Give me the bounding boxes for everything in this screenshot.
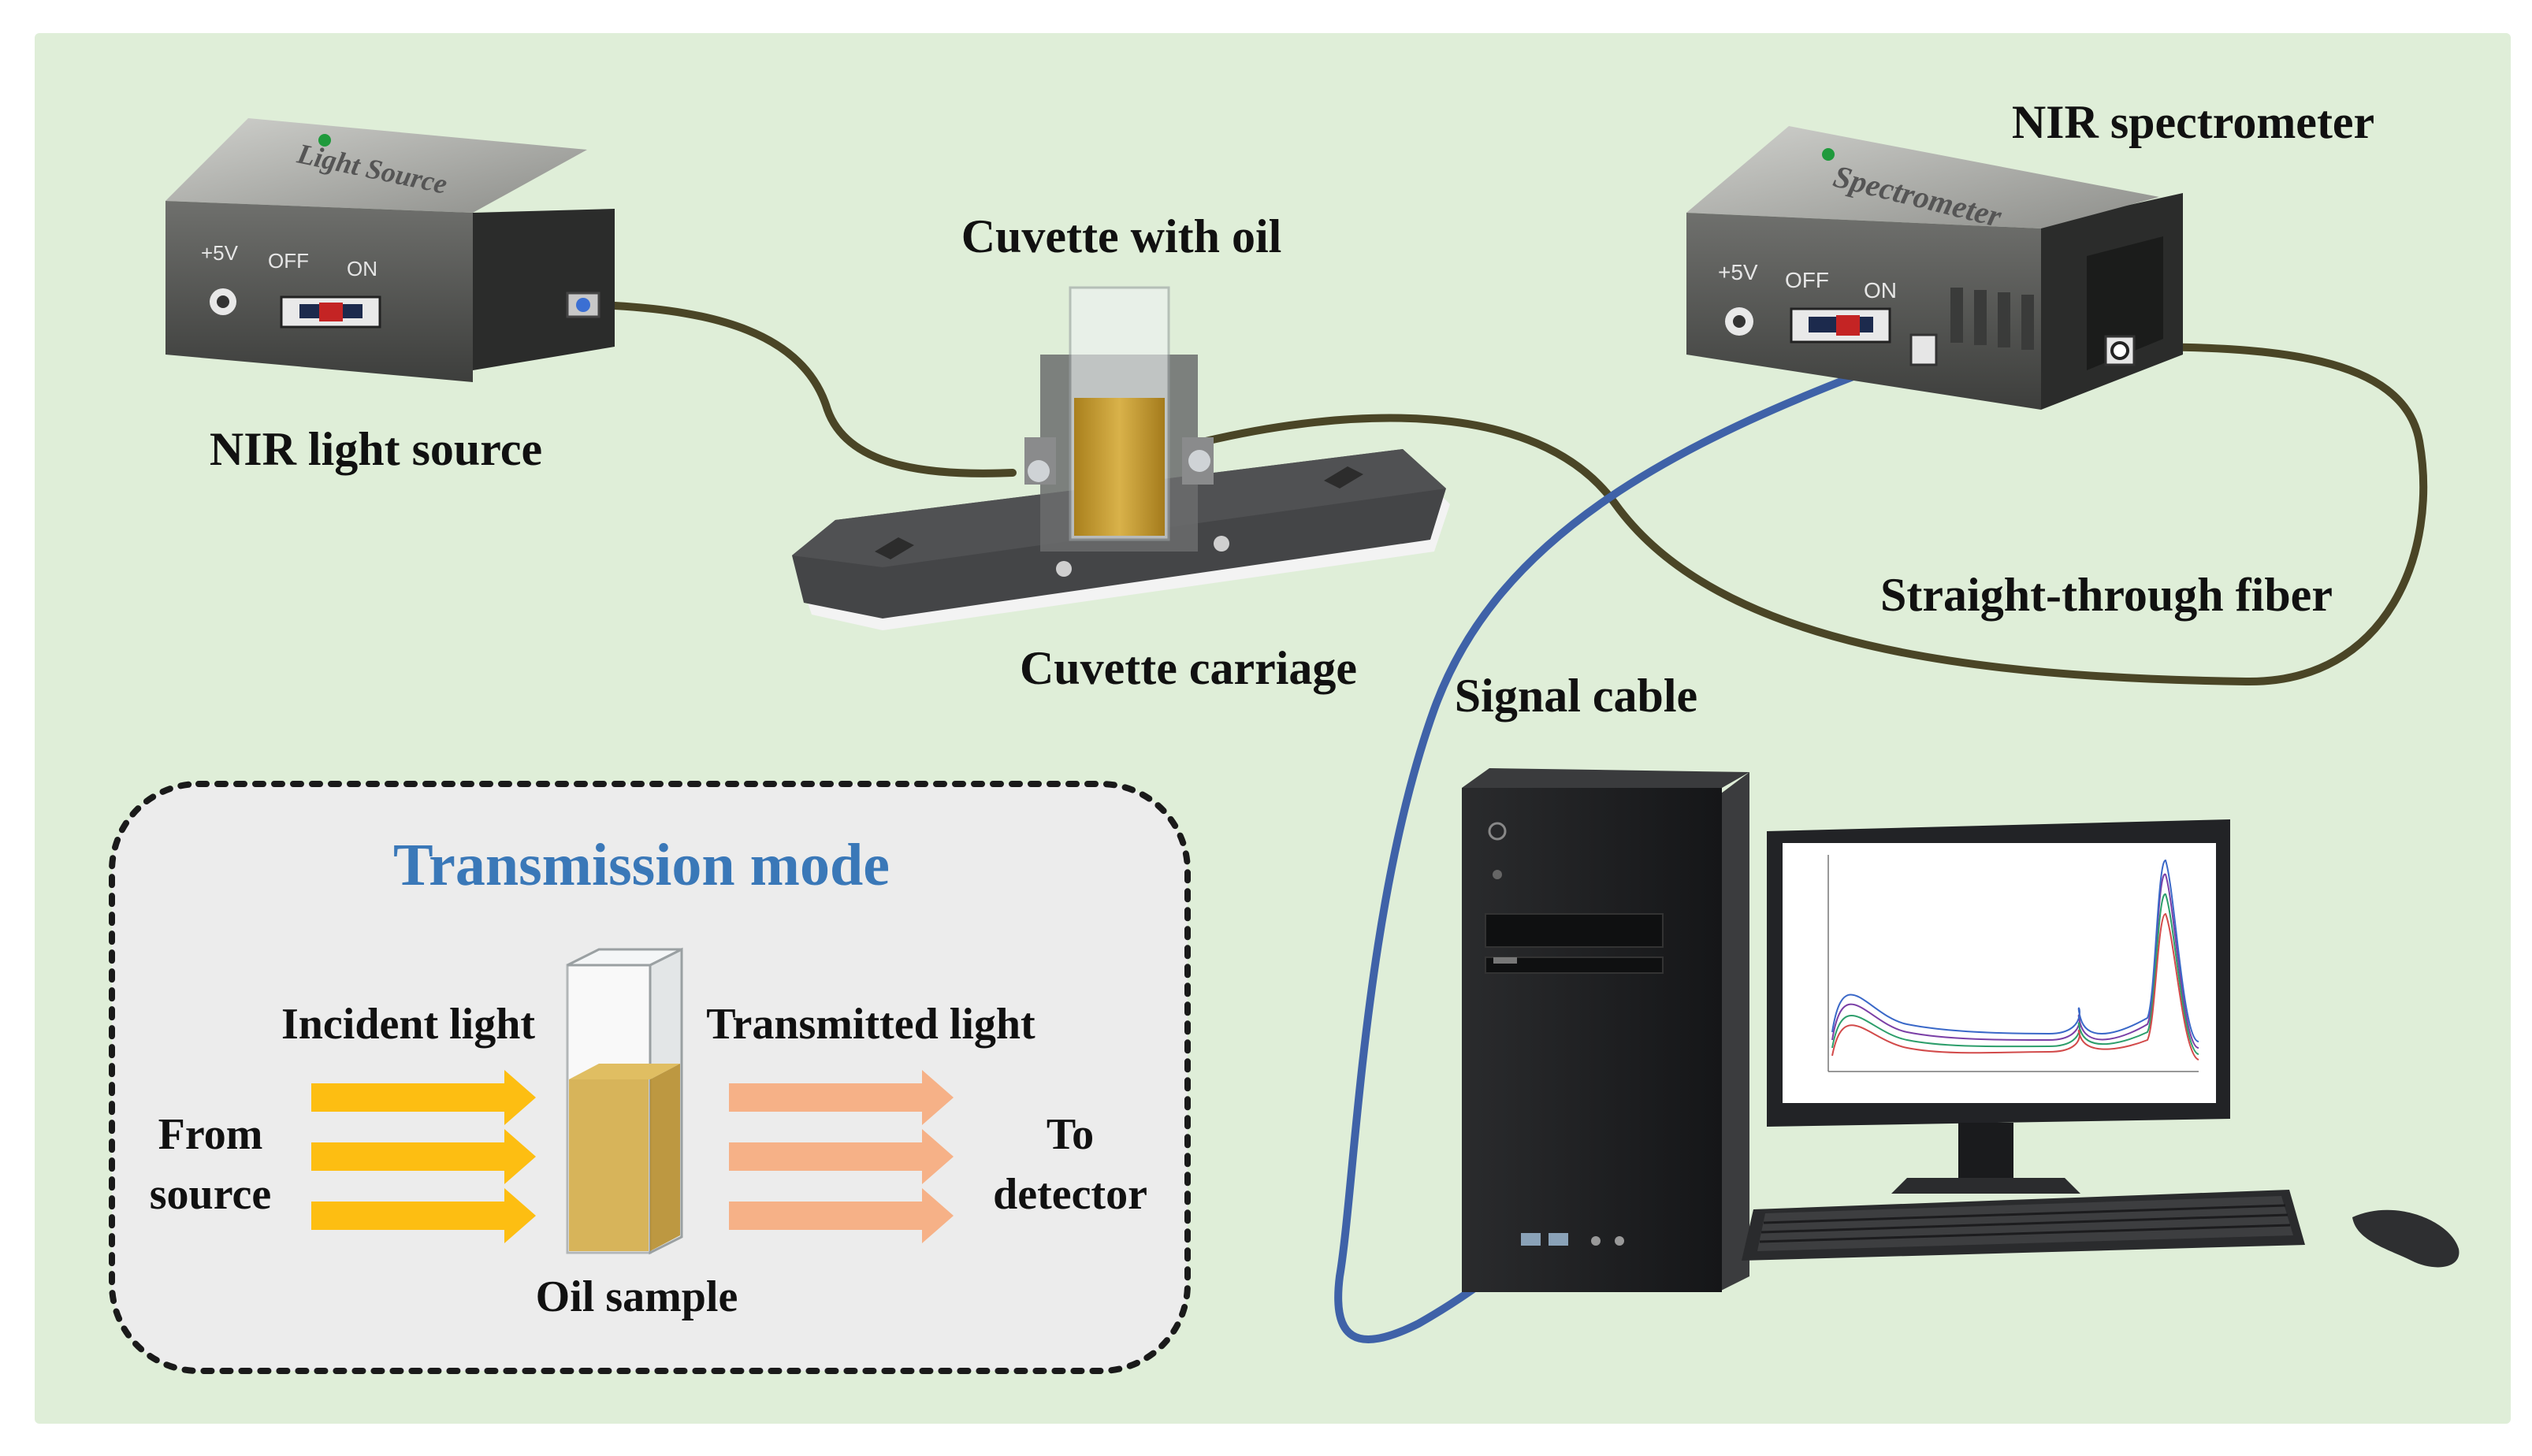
transmission-inset bbox=[109, 781, 1191, 1374]
transmitted-light-label: Transmitted light bbox=[706, 1000, 1035, 1049]
fiber-source-to-cuvette bbox=[611, 302, 1017, 477]
spectrometer-device: Spectrometer +5V OFF ON bbox=[1686, 126, 2183, 410]
fiber-cuvette-to-spectrometer bbox=[1202, 343, 2428, 686]
spectrometer-off-label: OFF bbox=[1785, 268, 1829, 292]
computer-tower bbox=[1462, 768, 1749, 1292]
light-source-on-label: ON bbox=[347, 257, 377, 280]
to-detector-line1: To bbox=[1046, 1110, 1095, 1159]
from-source-line1: From bbox=[158, 1110, 263, 1159]
signal-cable bbox=[1334, 347, 1927, 1343]
cuvette-label: Cuvette with oil bbox=[961, 210, 1282, 262]
monitor-screen bbox=[1783, 843, 2216, 1103]
inset-title: Transmission mode bbox=[393, 832, 890, 898]
from-source-line2: source bbox=[149, 1170, 272, 1219]
power-led bbox=[318, 134, 331, 147]
oil-sample-cuvette bbox=[566, 947, 683, 1255]
to-detector-line2: detector bbox=[993, 1170, 1147, 1219]
light-source-off-label: OFF bbox=[268, 249, 309, 273]
light-source-label: NIR light source bbox=[209, 423, 543, 475]
spectrometer-on-label: ON bbox=[1864, 278, 1897, 303]
oil-sample-label: Oil sample bbox=[535, 1272, 738, 1321]
cuvette-carriage-device bbox=[792, 286, 1450, 630]
carriage-label: Cuvette carriage bbox=[1019, 642, 1358, 694]
signal-cable-label: Signal cable bbox=[1454, 670, 1698, 722]
monitor bbox=[1767, 819, 2230, 1194]
light-source-device: Light Source +5V OFF ON bbox=[165, 118, 615, 382]
spectrometer-label: NIR spectrometer bbox=[2011, 96, 2375, 148]
incident-light-label: Incident light bbox=[281, 1000, 536, 1049]
incident-arrows bbox=[311, 1070, 536, 1243]
oil bbox=[1074, 398, 1165, 536]
spectrometer-voltage: +5V bbox=[1718, 260, 1758, 284]
mouse bbox=[2352, 1209, 2459, 1268]
fiber-label: Straight-through fiber bbox=[1880, 569, 2333, 621]
keyboard bbox=[1742, 1190, 2305, 1261]
light-source-voltage: +5V bbox=[201, 241, 239, 265]
transmitted-arrows bbox=[729, 1070, 954, 1243]
